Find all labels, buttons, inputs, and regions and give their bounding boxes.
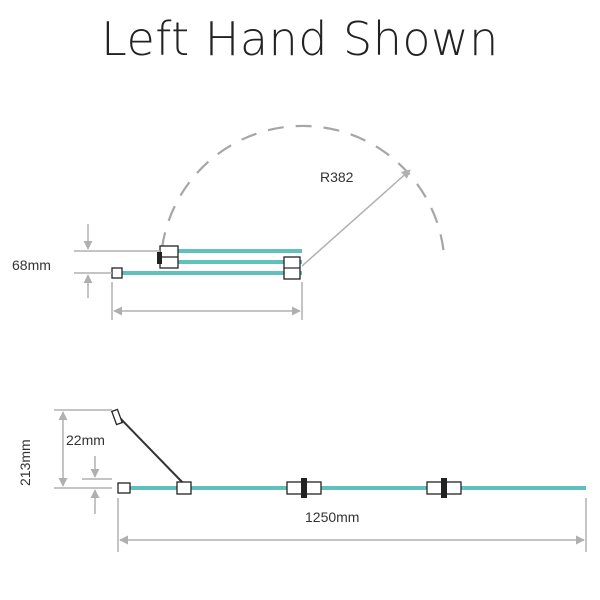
return-panel — [117, 415, 185, 485]
wall-channel-return — [110, 408, 124, 426]
width-label: 1250mm — [305, 509, 359, 525]
hinge-1-knob-icon — [301, 478, 307, 498]
radius-arrow — [301, 169, 411, 267]
hinge-2-knob-icon — [441, 478, 447, 498]
extended-plan-view: 213mm 22mm 1250mm — [17, 408, 587, 552]
radius-label: R382 — [320, 169, 354, 185]
wall-channel-bottom — [117, 482, 131, 494]
folded-plan-view: R382 68mm — [12, 124, 446, 320]
offset-label: 22mm — [66, 432, 105, 448]
swing-radius-arc — [160, 124, 446, 256]
page-title: Left Hand Shown — [101, 12, 499, 66]
hinge-knob-icon — [157, 252, 162, 264]
wall-channel-top — [111, 267, 123, 279]
return-depth-label: 213mm — [17, 439, 33, 486]
stack-depth-label: 68mm — [12, 257, 51, 273]
pivot-block — [176, 481, 192, 495]
